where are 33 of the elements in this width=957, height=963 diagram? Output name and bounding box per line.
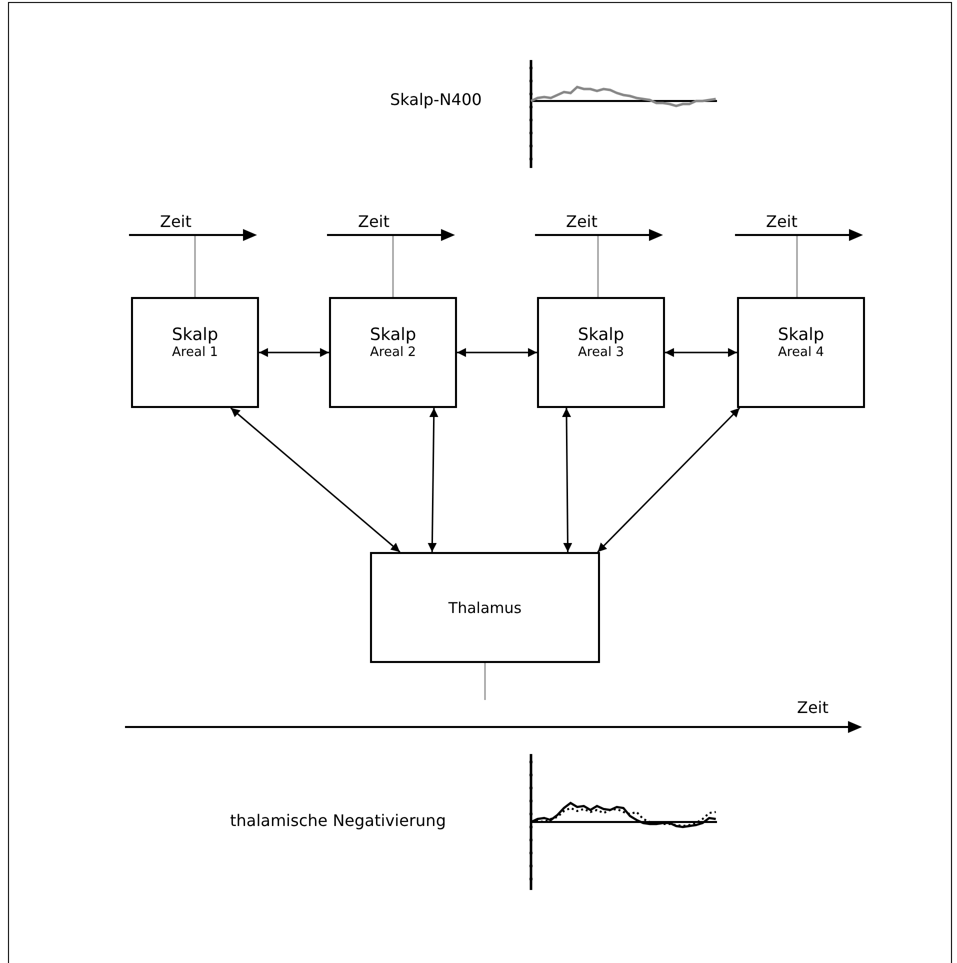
box-subtitle: Areal 3: [578, 345, 624, 361]
double-arrow: [428, 408, 438, 552]
waveform-label: Skalp-N400: [390, 92, 482, 108]
double-arrow: [230, 407, 400, 553]
waveform-label: thalamische Negativierung: [230, 813, 446, 829]
connector-line: [796, 235, 798, 297]
box-title: Skalp: [172, 325, 218, 346]
axis-label: Zeit: [566, 214, 598, 230]
connector-line: [484, 663, 486, 700]
process-box: [370, 552, 600, 663]
axis-label: Zeit: [766, 214, 798, 230]
box-subtitle: Areal 1: [172, 345, 218, 361]
process-box: [537, 297, 665, 408]
box-title: Skalp: [578, 325, 624, 346]
double-arrow: [665, 348, 737, 357]
box-title: Skalp: [370, 325, 416, 346]
double-arrow: [259, 348, 329, 357]
box-subtitle: Areal 2: [370, 345, 416, 361]
connector-line: [194, 235, 196, 297]
double-arrow: [562, 408, 572, 552]
axis-label: Zeit: [160, 214, 192, 230]
connector-line: [392, 235, 394, 297]
box-subtitle: Areal 4: [778, 345, 824, 361]
process-box: [131, 297, 259, 408]
axis-label: Zeit: [797, 700, 829, 716]
box-title: Thalamus: [448, 598, 522, 616]
connector-line: [597, 235, 599, 297]
process-box: [329, 297, 457, 408]
double-arrow: [597, 407, 740, 553]
box-title: Skalp: [778, 325, 824, 346]
process-box: [737, 297, 865, 408]
axis-label: Zeit: [358, 214, 390, 230]
double-arrow: [457, 348, 537, 357]
